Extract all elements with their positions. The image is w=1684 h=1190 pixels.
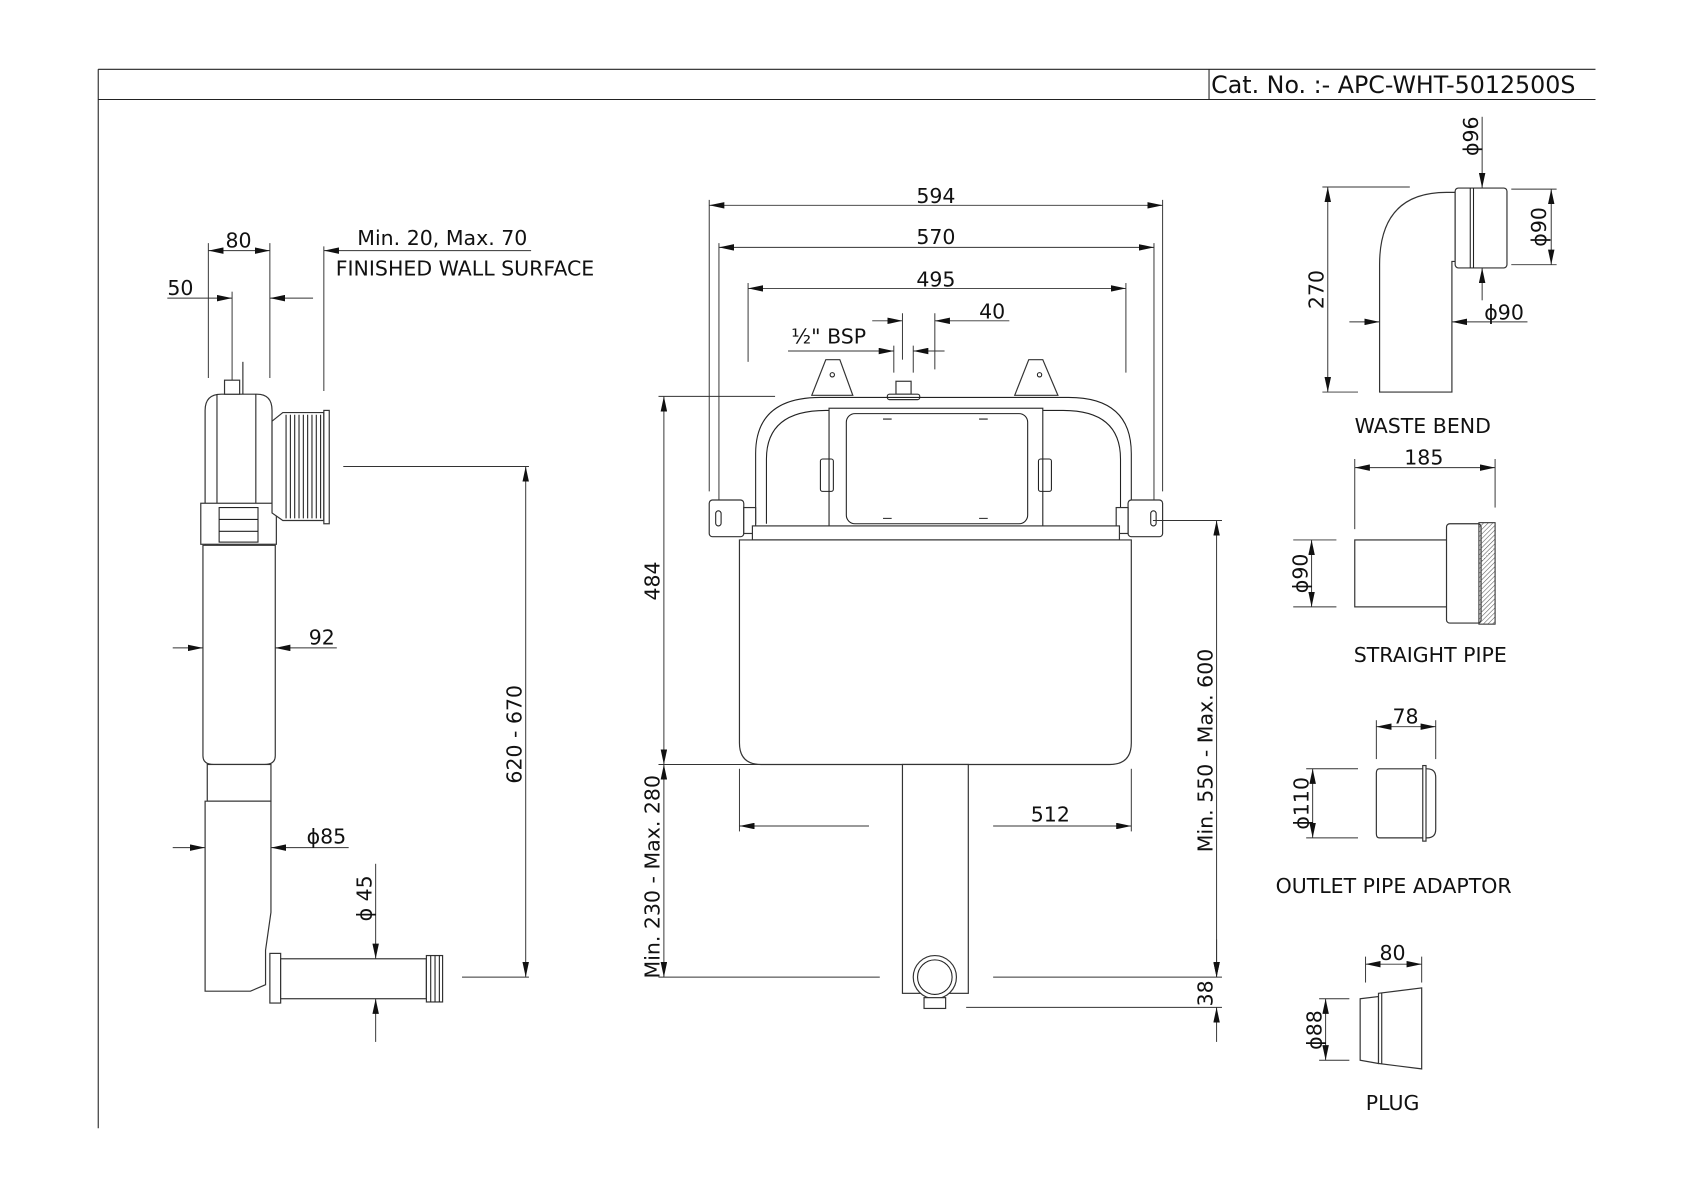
outlet-adaptor-label: OUTLET PIPE ADAPTOR (1276, 874, 1512, 898)
plug-label: PLUG (1366, 1091, 1420, 1115)
waste-bend-dim-96: ϕ96 (1459, 116, 1483, 156)
dim-512: 512 (1031, 803, 1070, 827)
dim-min-230-max-280: Min. 230 - Max. 280 (641, 775, 665, 979)
dim-570: 570 (916, 225, 955, 249)
dim-min-550-max-600: Min. 550 - Max. 600 (1193, 649, 1217, 853)
plug: 80 ϕ88 PLUG (1302, 941, 1423, 1115)
finished-wall-label: FINISHED WALL SURFACE (336, 256, 595, 280)
dim-height-620-670: 620 - 670 (502, 685, 526, 784)
dim-45: ϕ 45 (352, 875, 376, 921)
catalog-number: Cat. No. :- APC-WHT-5012500S (1211, 71, 1575, 99)
waste-bend: 270 ϕ96 ϕ90 ϕ90 WASTE BEND (1304, 116, 1557, 438)
straight-pipe-dim-185: 185 (1404, 445, 1443, 469)
dim-80: 80 (226, 228, 252, 252)
outlet-adaptor-dim-78: 78 (1392, 704, 1418, 728)
dim-half-inch-bsp: ½" BSP (791, 324, 866, 348)
dim-38: 38 (1193, 980, 1217, 1006)
dim-min-max: Min. 20, Max. 70 (357, 226, 527, 250)
straight-pipe-dim-90: ϕ90 (1288, 554, 1312, 594)
dim-484: 484 (641, 561, 665, 600)
title-frame: Cat. No. :- APC-WHT-5012500S (97, 68, 1596, 1129)
dim-495: 495 (916, 267, 955, 291)
bellows-ribs (285, 414, 322, 519)
dim-40: 40 (979, 300, 1005, 324)
waste-bend-dim-270: 270 (1304, 270, 1328, 309)
waste-bend-label: WASTE BEND (1355, 414, 1491, 438)
dim-50: 50 (167, 276, 193, 300)
waste-bend-dim-90-pipe: ϕ90 (1484, 301, 1524, 325)
straight-pipe-label: STRAIGHT PIPE (1354, 643, 1507, 667)
front-view: 594 570 495 40 ½" BSP 484 Min. 230 - Max… (641, 184, 1222, 1042)
plug-dim-88: ϕ88 (1302, 1010, 1326, 1050)
outlet-pipe-adaptor: 78 ϕ110 OUTLET PIPE ADAPTOR (1276, 704, 1512, 897)
waste-bend-dim-90-outer: ϕ90 (1527, 207, 1551, 247)
plug-dim-80: 80 (1379, 941, 1405, 965)
dim-594: 594 (916, 184, 955, 208)
side-view: 80 50 Min. 20, Max. 70 FINISHED WALL SUR… (167, 226, 594, 1042)
straight-pipe: 185 ϕ90 STRAIGHT PIPE (1288, 445, 1507, 667)
dim-85: ϕ85 (307, 824, 347, 848)
dim-92: 92 (309, 626, 335, 650)
outlet-adaptor-dim-110: ϕ110 (1289, 777, 1313, 830)
